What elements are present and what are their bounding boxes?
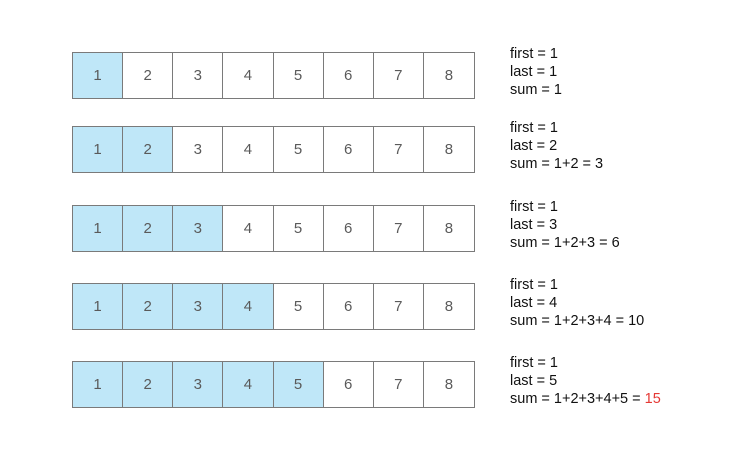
step-row: 1 2 3 4 5 6 7 8 first = 1 last = 4 sum =… — [72, 277, 672, 331]
first-label: first = 1 — [510, 355, 558, 371]
array-cell: 7 — [374, 206, 424, 251]
array-cells: 1 2 3 4 5 6 7 8 — [72, 52, 475, 99]
last-label: last = 2 — [510, 138, 558, 154]
step-row: 1 2 3 4 5 6 7 8 first = 1 last = 5 sum =… — [72, 355, 672, 409]
first-label: first = 1 — [510, 277, 558, 293]
sum-expression: sum = 1+2+3 = 6 — [510, 235, 620, 251]
array-cell: 1 — [73, 206, 124, 251]
array-cell: 5 — [274, 284, 324, 329]
array-cell: 6 — [324, 53, 374, 98]
array-cell: 7 — [374, 362, 424, 407]
array-cell: 1 — [73, 127, 124, 172]
sum-expression: sum = 1+2+3+4 = 10 — [510, 313, 645, 329]
sum-result: 15 — [644, 391, 661, 407]
array-cell: 8 — [444, 220, 454, 237]
first-label: first = 1 — [510, 199, 558, 215]
array-cell: 5 — [273, 362, 324, 407]
array-cell: 1 — [73, 362, 124, 407]
array-cell: 1 — [73, 53, 124, 98]
array-cell: 7 — [374, 284, 424, 329]
array-cells: 1 2 3 4 5 6 7 8 — [72, 361, 475, 408]
array-cell: 1 — [73, 284, 124, 329]
step-row: 1 2 3 4 5 6 7 8 first = 1 last = 1 sum =… — [72, 46, 672, 100]
array-cell: 6 — [324, 127, 374, 172]
last-label: last = 1 — [510, 64, 558, 80]
last-label: last = 4 — [510, 295, 558, 311]
array-cell: 4 — [223, 362, 274, 407]
sum-label: sum = 1 — [510, 81, 710, 99]
array-cell: 8 — [444, 67, 454, 84]
array-cell: 3 — [173, 206, 224, 251]
last-label: last = 5 — [510, 373, 558, 389]
array-cell: 6 — [324, 284, 374, 329]
array-cell: 3 — [173, 284, 224, 329]
step-row: 1 2 3 4 5 6 7 8 first = 1 last = 2 sum =… — [72, 120, 672, 174]
array-cell: 2 — [123, 206, 174, 251]
sum-expression: sum = 1 — [510, 82, 562, 98]
array-cell: 7 — [374, 127, 424, 172]
array-cell: 2 — [123, 362, 174, 407]
array-cell: 2 — [123, 53, 174, 98]
sum-label: sum = 1+2+3+4+5 = 15 — [510, 390, 710, 408]
sum-label: sum = 1+2+3+4 = 10 — [510, 312, 710, 330]
step-info: first = 1 last = 5 sum = 1+2+3+4+5 = 15 — [510, 354, 710, 408]
array-cell: 3 — [173, 127, 224, 172]
array-cell: 4 — [223, 206, 274, 251]
array-cell: 2 — [123, 284, 174, 329]
sum-label: sum = 1+2 = 3 — [510, 155, 710, 173]
array-cell: 5 — [274, 127, 324, 172]
array-cell: 4 — [223, 127, 274, 172]
array-cells: 1 2 3 4 5 6 7 8 — [72, 126, 475, 173]
step-info: first = 1 last = 3 sum = 1+2+3 = 6 — [510, 198, 710, 252]
array-cell: 2 — [123, 127, 174, 172]
array-cell: 4 — [223, 53, 274, 98]
sum-expression: sum = 1+2 = 3 — [510, 156, 604, 172]
array-cell: 7 — [374, 53, 424, 98]
array-cell: 8 — [444, 376, 454, 393]
last-label: last = 3 — [510, 217, 558, 233]
array-cells: 1 2 3 4 5 6 7 8 — [72, 205, 475, 252]
array-cell: 5 — [274, 53, 324, 98]
array-cell: 3 — [173, 362, 224, 407]
array-cell: 5 — [274, 206, 324, 251]
sum-expression: sum = 1+2+3+4+5 = — [510, 391, 645, 407]
array-cell: 6 — [324, 362, 374, 407]
step-row: 1 2 3 4 5 6 7 8 first = 1 last = 3 sum =… — [72, 199, 672, 253]
first-label: first = 1 — [510, 120, 558, 136]
first-label: first = 1 — [510, 46, 558, 62]
sum-label: sum = 1+2+3 = 6 — [510, 234, 710, 252]
array-cell: 8 — [444, 298, 454, 315]
array-cells: 1 2 3 4 5 6 7 8 — [72, 283, 475, 330]
array-cell: 3 — [173, 53, 224, 98]
array-cell: 8 — [444, 141, 454, 158]
step-info: first = 1 last = 2 sum = 1+2 = 3 — [510, 119, 710, 173]
array-cell: 6 — [324, 206, 374, 251]
step-info: first = 1 last = 4 sum = 1+2+3+4 = 10 — [510, 276, 710, 330]
array-cell: 4 — [223, 284, 274, 329]
step-info: first = 1 last = 1 sum = 1 — [510, 45, 710, 99]
